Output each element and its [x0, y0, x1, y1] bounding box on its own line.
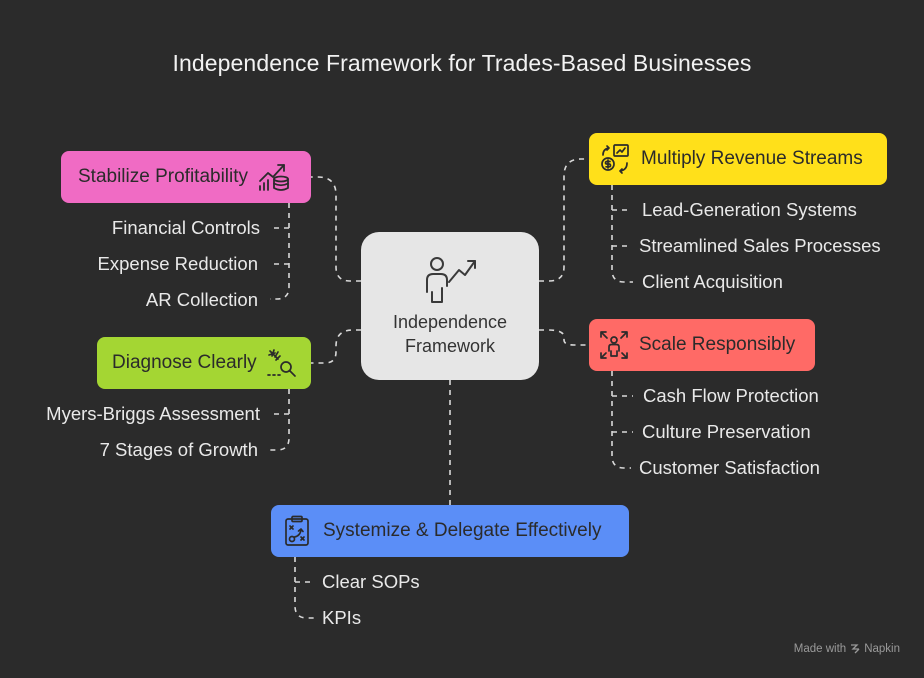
list-item-lead-generation: Lead-Generation Systems — [642, 199, 857, 220]
center-label: Independence Framework — [361, 310, 539, 358]
systemize-delegate-node: Systemize & Delegate Effectively — [271, 505, 629, 557]
systemize-delegate-label: Systemize & Delegate Effectively — [323, 520, 602, 541]
diagnose-search-icon — [266, 349, 296, 377]
center-node: Independence Framework — [361, 232, 539, 380]
revenue-streams-icon — [601, 144, 629, 174]
person-growth-icon — [426, 257, 476, 303]
list-item-ar-collection: AR Collection — [145, 289, 258, 310]
list-item-streamlined-sales: Streamlined Sales Processes — [639, 235, 881, 256]
scale-responsibly-label: Scale Responsibly — [639, 334, 796, 355]
center-label-line1: Independence — [392, 312, 508, 332]
scale-person-icon — [600, 331, 628, 359]
napkin-watermark: Made with Napkin — [794, 643, 900, 655]
watermark-prefix: Made with — [793, 643, 847, 655]
list-item-clear-sops: Clear SOPs — [322, 571, 420, 592]
list-item-7-stages-of-growth: 7 Stages of Growth — [99, 439, 258, 460]
list-item-myers-briggs: Myers-Briggs Assessment — [46, 403, 260, 424]
list-item-customer-satisfaction: Customer Satisfaction — [639, 457, 820, 478]
list-item-financial-controls: Financial Controls — [111, 217, 260, 238]
watermark-brand: Napkin — [864, 643, 900, 655]
multiply-revenue-label: Multiply Revenue Streams — [641, 148, 863, 169]
list-item-client-acquisition: Client Acquisition — [642, 271, 783, 292]
profit-growth-icon — [259, 164, 289, 191]
napkin-logo-icon — [851, 644, 860, 654]
clipboard-strategy-icon — [285, 515, 309, 546]
scale-responsibly-node: Scale Responsibly — [589, 319, 815, 371]
stabilize-profitability-node: Stabilize Profitability — [61, 151, 311, 203]
diagnose-clearly-node: Diagnose Clearly — [97, 337, 311, 389]
list-item-culture-preservation: Culture Preservation — [642, 421, 811, 442]
center-label-line2: Framework — [404, 336, 495, 356]
multiply-revenue-node: Multiply Revenue Streams — [589, 133, 887, 185]
stabilize-profitability-label: Stabilize Profitability — [78, 166, 249, 187]
list-item-kpis: KPIs — [322, 607, 362, 628]
diagram-title: Independence Framework for Trades-Based … — [172, 50, 752, 76]
diagnose-clearly-label: Diagnose Clearly — [112, 352, 257, 373]
list-item-expense-reduction: Expense Reduction — [97, 253, 258, 274]
list-item-cash-flow-protection: Cash Flow Protection — [643, 385, 819, 406]
